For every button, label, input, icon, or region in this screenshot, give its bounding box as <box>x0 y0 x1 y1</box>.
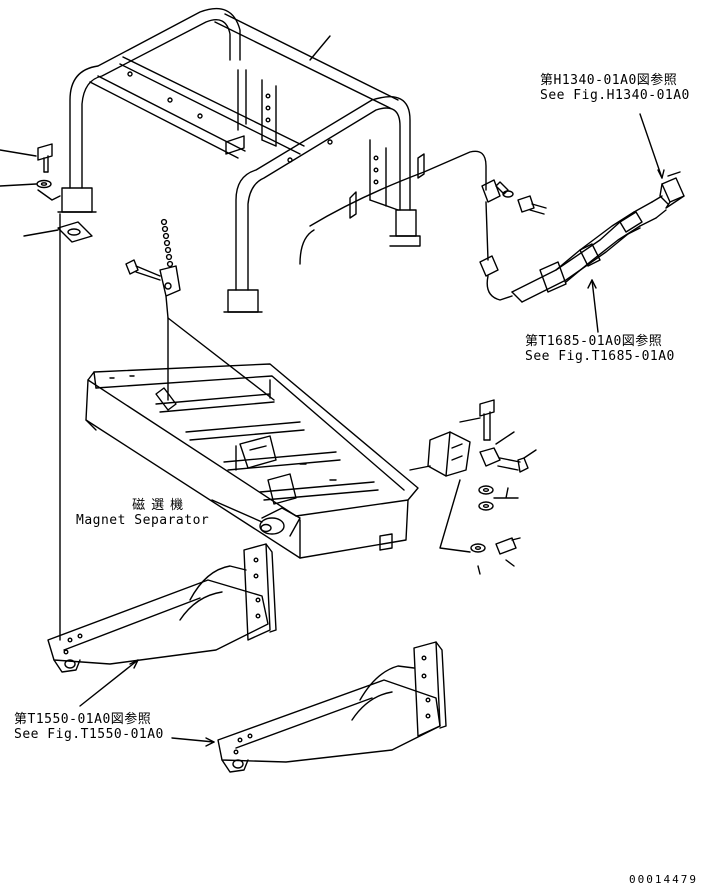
reference-t1685: 第T1685-01A0図参照 See Fig.T1685-01A0 <box>525 334 675 364</box>
magnet-separator-en: Magnet Separator <box>76 513 210 528</box>
reference-t1550-en: See Fig.T1550-01A0 <box>14 727 164 742</box>
right-bracket-assembly <box>410 400 536 574</box>
left-fasteners <box>0 144 92 640</box>
reference-t1550: 第T1550-01A0図参照 See Fig.T1550-01A0 <box>14 712 164 742</box>
reference-h1340: 第H1340-01A0図参照 See Fig.H1340-01A0 <box>540 73 690 103</box>
magnet-separator-jp: 磁選機 <box>132 498 190 513</box>
chain-assembly <box>126 220 274 400</box>
reference-t1685-en: See Fig.T1685-01A0 <box>525 349 675 364</box>
magnet-separator <box>86 318 418 558</box>
drawing-number: 00014479 <box>629 873 698 886</box>
reference-h1340-en: See Fig.H1340-01A0 <box>540 88 690 103</box>
lower-left-bracket <box>48 544 276 706</box>
hose-assembly <box>300 114 684 332</box>
magnet-separator-label: 磁選機 Magnet Separator <box>76 498 209 528</box>
lower-right-bracket <box>172 642 446 772</box>
reference-h1340-jp: 第H1340-01A0図参照 <box>540 73 678 88</box>
reference-t1685-jp: 第T1685-01A0図参照 <box>525 334 663 349</box>
guard-frame <box>58 9 424 312</box>
reference-t1550-jp: 第T1550-01A0図参照 <box>14 712 152 727</box>
